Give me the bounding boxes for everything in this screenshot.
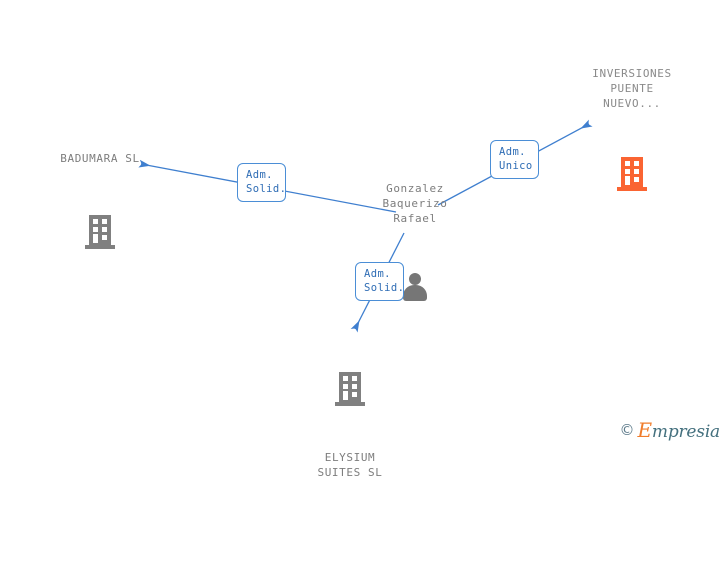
node-company-inversiones-puente-nuevo[interactable]: INVERSIONES PUENTE NUEVO... [567, 28, 697, 229]
brand-rest: mpresia [651, 422, 720, 442]
relationship-graph-canvas: BADUMARA SL INVERSIONES PUENTE NUEVO... [36, 28, 721, 479]
building-icon [85, 215, 115, 249]
edge-label-inversiones[interactable]: Adm. Unico [490, 140, 539, 179]
empresia-watermark: © Empresia [620, 418, 721, 442]
edge-label-elysium[interactable]: Adm. Solid. [355, 262, 404, 301]
node-person-center[interactable]: Gonzalez Baquerizo Rafael [353, 143, 477, 339]
copyright-icon: © [619, 421, 635, 439]
brand-wordmark: Empresia [638, 418, 721, 442]
building-icon [617, 157, 647, 191]
node-company-elysium-suites[interactable]: ELYSIUM SUITES SL [291, 334, 409, 518]
node-company-badumara[interactable]: BADUMARA SL [36, 113, 164, 287]
node-label-inversiones: INVERSIONES PUENTE NUEVO... [592, 67, 672, 110]
brand-initial: E [637, 418, 653, 442]
person-icon [400, 273, 430, 301]
node-label-badumara: BADUMARA SL [60, 152, 140, 165]
building-icon [335, 372, 365, 406]
node-label-person: Gonzalez Baquerizo Rafael [382, 182, 448, 225]
edge-label-badumara[interactable]: Adm. Solid. [237, 163, 286, 202]
